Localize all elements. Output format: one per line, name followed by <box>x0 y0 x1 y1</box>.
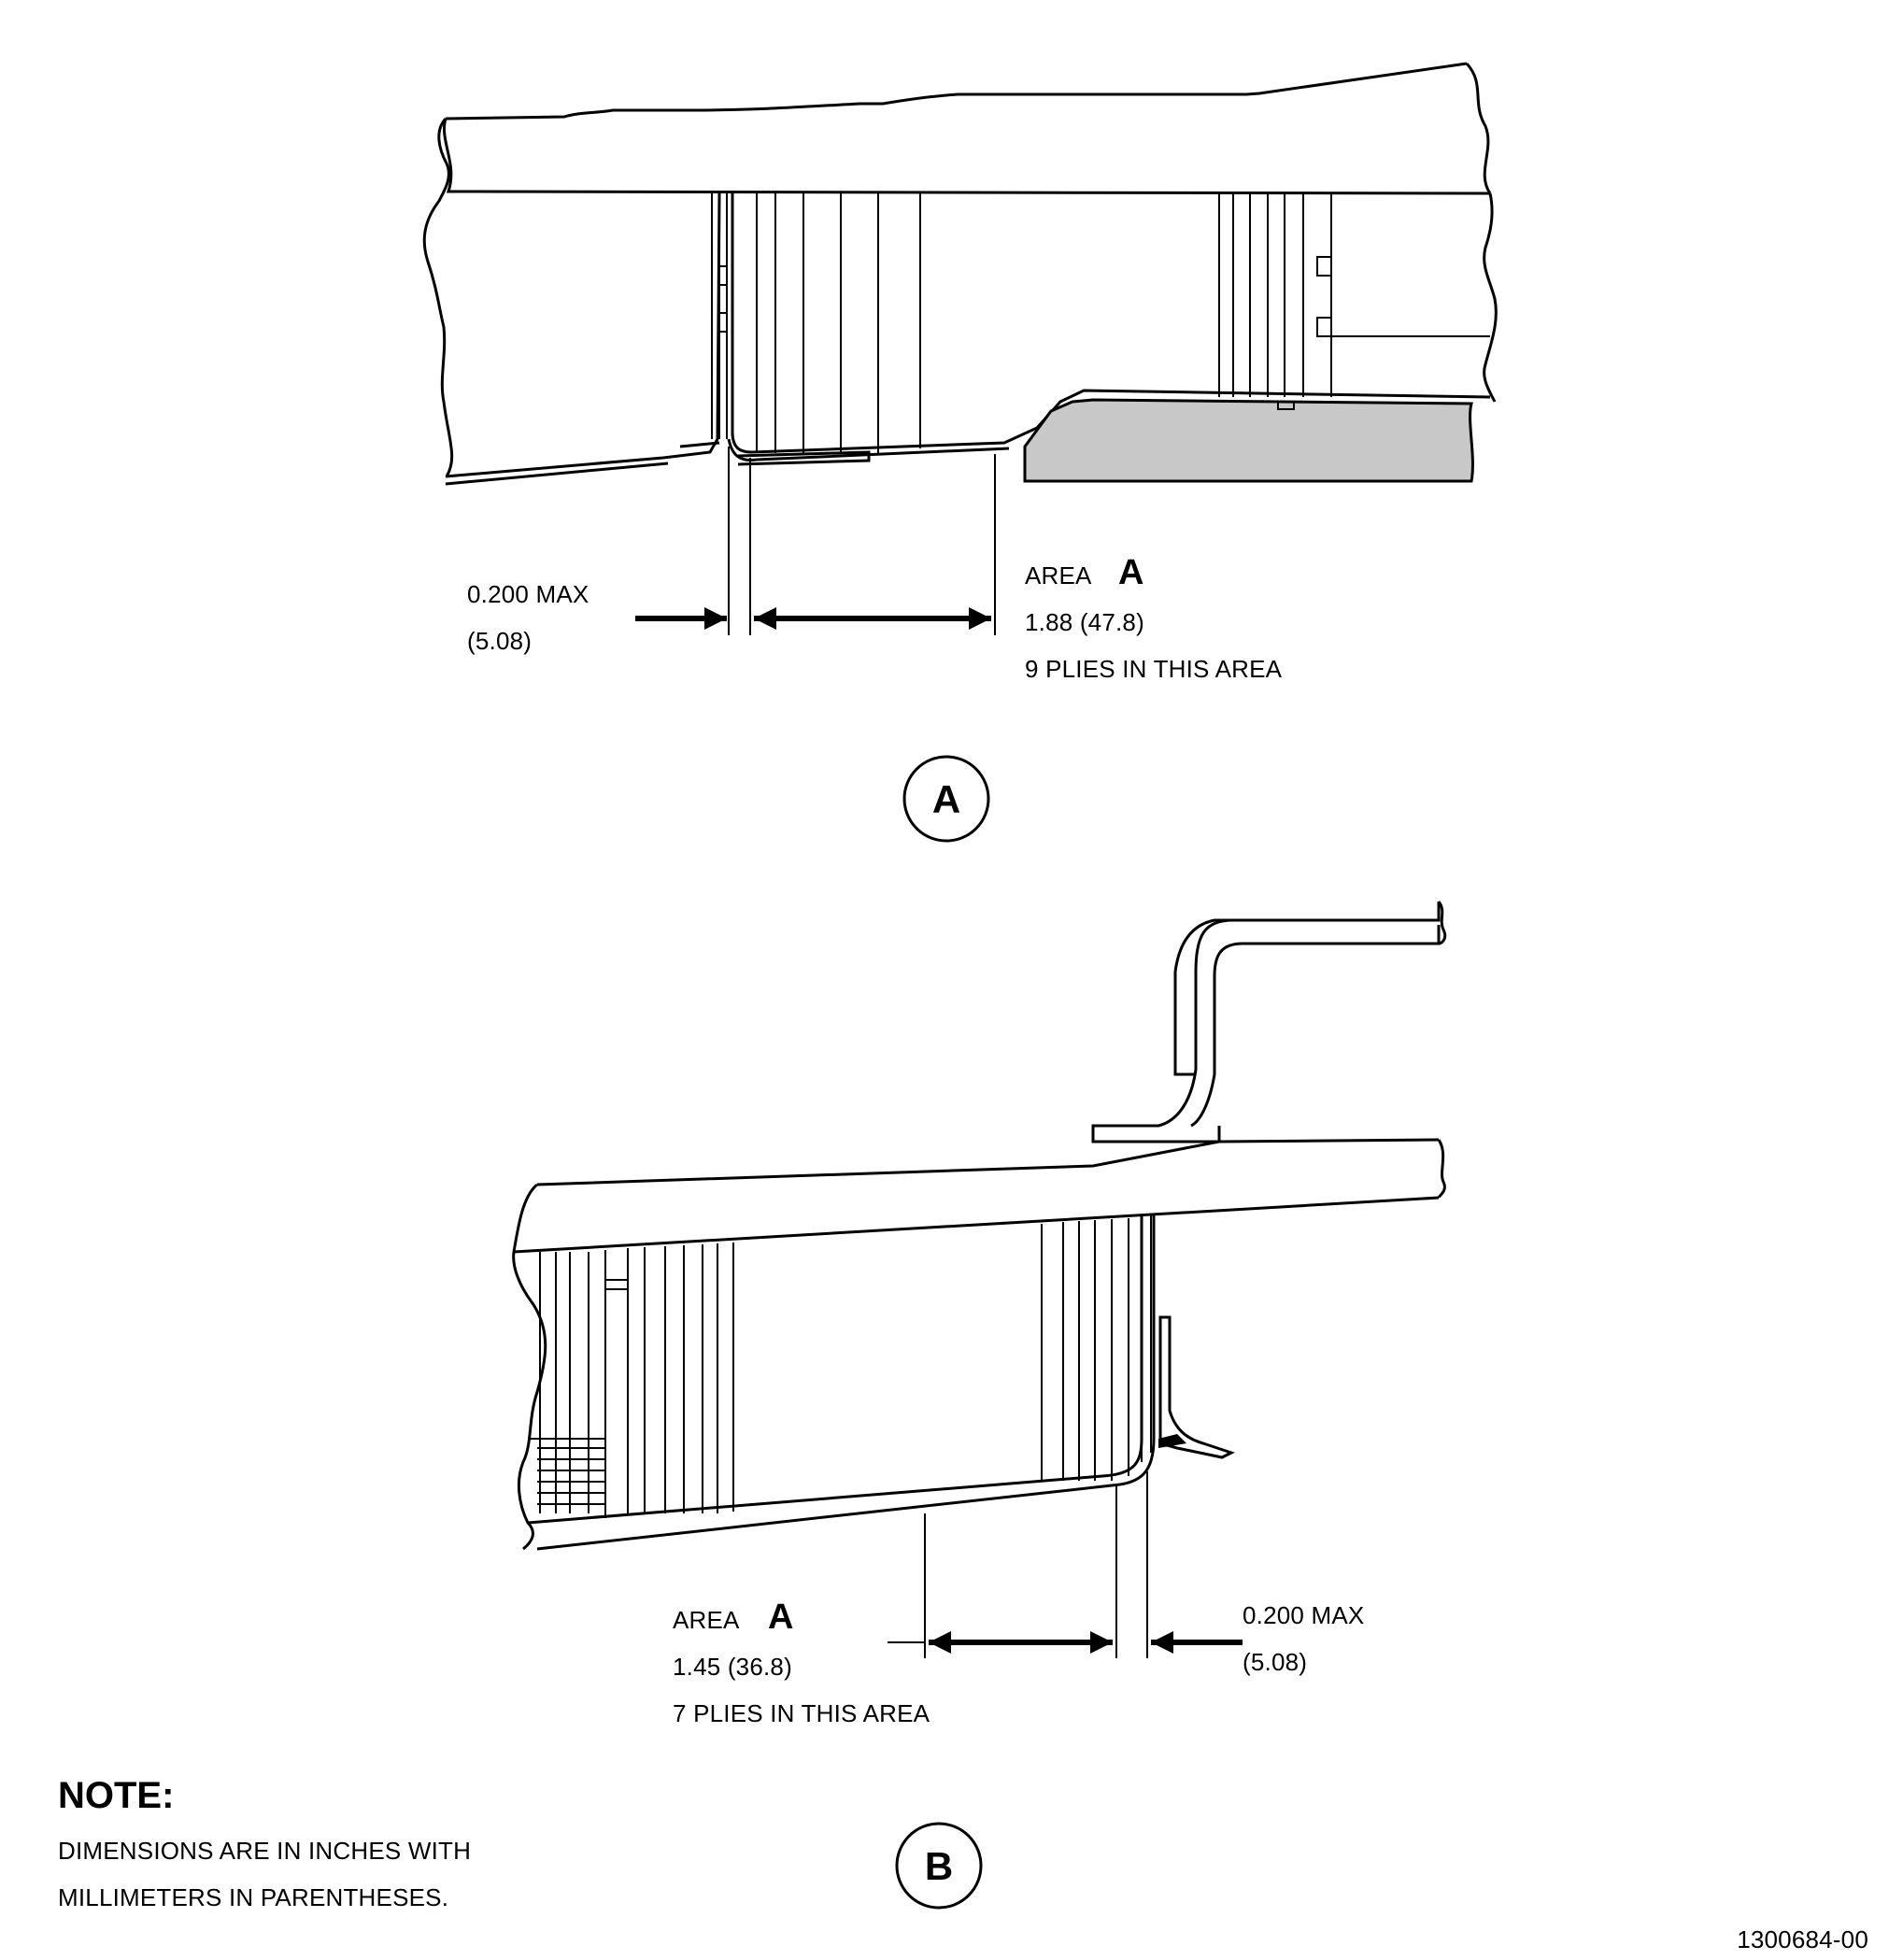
view-b-area-letter: A <box>768 1598 793 1637</box>
note-line-2: MILLIMETERS IN PARENTHESES. <box>58 1883 448 1911</box>
view-b-section: AREA A 1.45 (36.8) 7 PLIES IN THIS AREA … <box>512 901 1447 1910</box>
view-b-area-value: 1.45 (36.8) <box>673 1653 792 1681</box>
view-a-left-break <box>422 117 454 477</box>
view-b-area-plies: 7 PLIES IN THIS AREA <box>673 1699 930 1727</box>
view-a-upper-skin <box>443 62 1491 195</box>
view-a-repair-plies <box>445 192 1491 486</box>
view-b-core-right <box>1041 1214 1152 1481</box>
view-b-core-left <box>528 1243 734 1518</box>
view-a-max-value: 0.200 MAX <box>467 580 589 608</box>
view-b-callout-circle: B <box>895 1822 983 1910</box>
view-a-right-break <box>1483 192 1498 403</box>
note-title: NOTE: <box>58 1775 174 1816</box>
note-line-1: DIMENSIONS ARE IN INCHES WITH <box>58 1837 471 1865</box>
view-a-shaded-part <box>1023 398 1474 483</box>
view-b-upper-skin <box>513 1138 1440 1254</box>
view-b-left-break <box>512 1183 547 1551</box>
view-a-section: 0.200 MAX (5.08) AREA A 1.88 (47.8) 9 PL… <box>422 62 1498 843</box>
note-block: NOTE: DIMENSIONS ARE IN INCHES WITH MILL… <box>58 1775 471 1911</box>
view-b-circle-letter: B <box>925 1844 953 1888</box>
view-a-circle-letter: A <box>932 777 960 821</box>
figure-id: 1300684-00 <box>1737 1925 1868 1953</box>
view-a-area-value: 1.88 (47.8) <box>1025 608 1144 636</box>
view-a-callout-circle: A <box>902 755 990 843</box>
view-b-area-label: AREA <box>673 1606 740 1634</box>
view-b-max-metric: (5.08) <box>1243 1648 1307 1676</box>
view-a-core-right <box>1218 193 1490 397</box>
view-a-max-metric: (5.08) <box>467 627 532 655</box>
view-b-lower-skin <box>527 1214 1156 1551</box>
view-b-bracket <box>1091 902 1441 1143</box>
view-a-core-left <box>711 193 921 453</box>
view-b-edge-feature <box>1158 1315 1235 1459</box>
view-a-area-letter: A <box>1118 553 1143 592</box>
view-b-max-value: 0.200 MAX <box>1243 1601 1364 1629</box>
view-a-area-plies: 9 PLIES IN THIS AREA <box>1025 655 1283 683</box>
view-a-area-label: AREA <box>1025 561 1092 589</box>
